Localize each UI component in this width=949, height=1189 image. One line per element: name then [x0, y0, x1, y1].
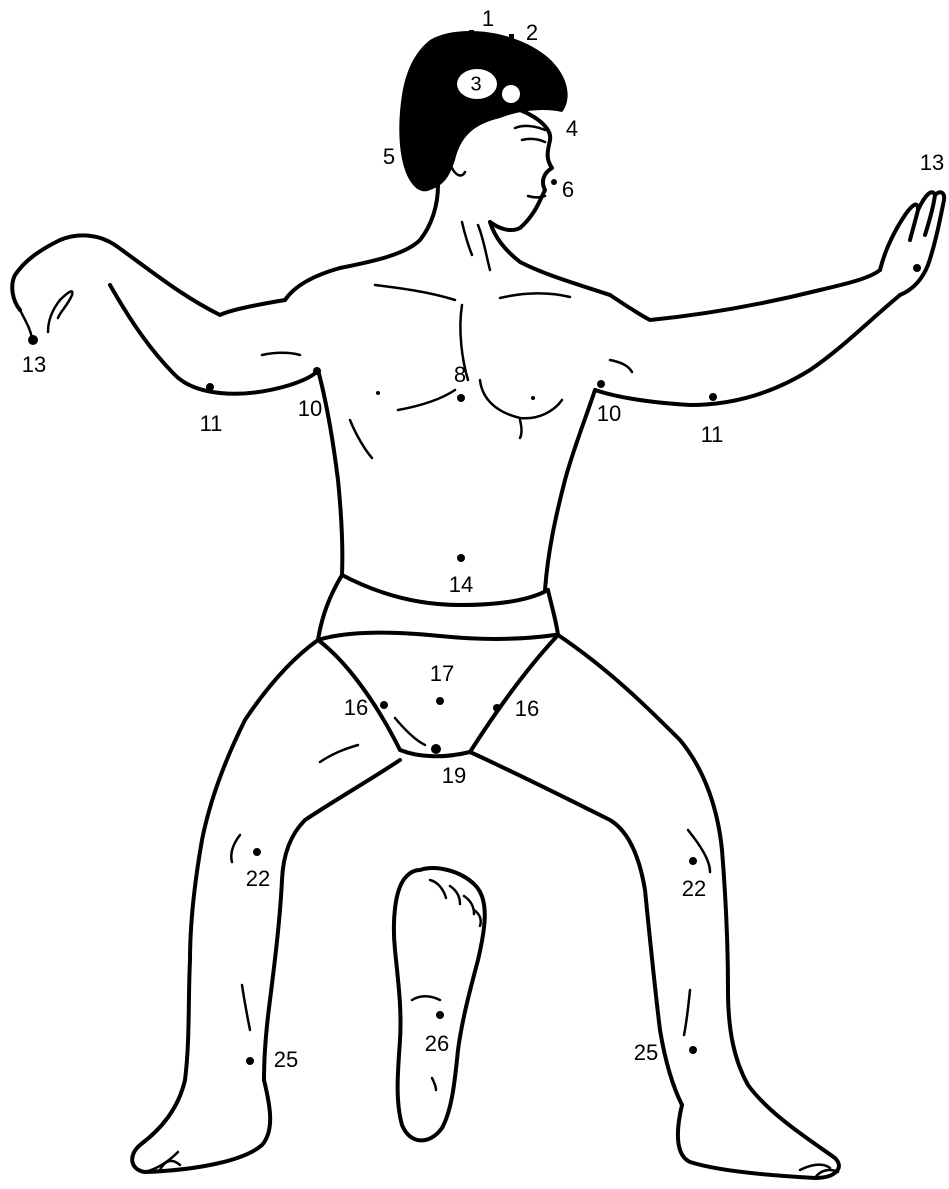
point-16-left-label: 16	[344, 695, 368, 720]
point-1-marker	[469, 30, 474, 44]
briefs-left-side	[318, 575, 342, 640]
point-8-label: 8	[454, 362, 466, 387]
pec-left-line	[350, 420, 372, 458]
point-22-left-label: 22	[246, 866, 270, 891]
point-11-right-marker	[709, 393, 717, 401]
point-17-marker	[436, 697, 444, 705]
briefs-right-leg	[470, 635, 558, 752]
neck-line	[478, 225, 490, 270]
point-4-label: 4	[566, 116, 578, 141]
point-13-left-marker	[28, 335, 38, 345]
neck-left	[340, 185, 438, 268]
point-11-right-label: 11	[701, 422, 724, 447]
torso-right-side	[545, 390, 595, 590]
right-arm-lower	[595, 295, 900, 405]
point-6-marker	[551, 179, 557, 185]
sole-line-1	[412, 996, 440, 1000]
right-leg-outer	[558, 635, 839, 1178]
point-25-right-marker	[689, 1046, 697, 1054]
point-10-left-label: 10	[298, 396, 322, 421]
left-fingers	[20, 291, 72, 338]
point-10-right-label: 10	[597, 401, 621, 426]
briefs-crease	[395, 718, 425, 745]
right-arm	[595, 192, 944, 405]
point-14-marker	[457, 554, 465, 562]
torso	[285, 185, 610, 590]
nipple-right	[531, 396, 535, 400]
point-25-left-marker	[246, 1057, 254, 1065]
point-13-left-label: 13	[22, 352, 46, 377]
point-14-label: 14	[449, 572, 473, 597]
briefs-right-side	[548, 590, 558, 635]
foot-sole	[394, 868, 485, 1140]
left-thigh-line	[320, 745, 358, 762]
chest-left	[398, 390, 455, 410]
clavicle-right	[500, 293, 570, 298]
point-1-label: 1	[482, 6, 494, 31]
sole-outline	[394, 868, 485, 1140]
chest-right	[480, 380, 562, 418]
left-shoulder	[285, 268, 340, 300]
point-5-label: 5	[383, 144, 395, 169]
hair	[399, 31, 567, 191]
point-17-label: 17	[430, 661, 454, 686]
point-2-label: 2	[526, 20, 538, 45]
left-biceps-line	[262, 353, 300, 355]
sole-line-2	[432, 1078, 436, 1090]
point-26-marker	[436, 1011, 444, 1019]
eye	[522, 139, 545, 142]
mouth	[528, 196, 545, 198]
neck-line-2	[462, 222, 472, 255]
point-25-right-label: 25	[634, 1040, 658, 1065]
point-25-left-label: 25	[274, 1047, 298, 1072]
left-knee-line	[231, 835, 240, 862]
point-13-right-marker	[913, 264, 921, 272]
eyebrow	[515, 126, 545, 130]
point-16-right-label: 16	[515, 696, 539, 721]
point-2-marker	[509, 34, 514, 46]
point-10-left-marker	[313, 367, 321, 375]
right-shin-line	[684, 990, 690, 1035]
point-16-left-marker	[380, 701, 388, 709]
point-11-left-marker	[206, 383, 214, 391]
nipple-left	[376, 391, 380, 395]
pec-right-line	[520, 420, 522, 438]
briefs-waistband-top	[342, 575, 548, 605]
point-3b-marker	[502, 85, 520, 103]
point-13-right-label: 13	[920, 150, 944, 175]
right-elbow-line	[610, 360, 632, 372]
left-leg-outer	[132, 640, 318, 1172]
neck-right	[490, 222, 610, 295]
clavicle-left	[375, 285, 455, 300]
right-knee-line	[688, 830, 710, 872]
point-16-right-marker	[493, 704, 501, 712]
point-10-right-marker	[597, 380, 605, 388]
point-22-right-marker	[689, 857, 697, 865]
point-11-left-label: 11	[200, 411, 223, 436]
point-26-label: 26	[425, 1031, 449, 1056]
point-22-left-marker	[253, 848, 261, 856]
point-19-marker	[431, 744, 441, 754]
point-3-label: 3	[470, 73, 481, 95]
left-arm	[12, 235, 318, 393]
briefs-waistband-bottom	[318, 633, 555, 640]
head	[399, 31, 567, 230]
right-hand	[880, 192, 944, 295]
point-22-right-label: 22	[682, 876, 706, 901]
left-leg-inner	[264, 760, 400, 1080]
point-8-marker	[457, 394, 465, 402]
right-arm-upper	[610, 270, 880, 320]
left-shin-line	[242, 985, 250, 1030]
sole-toes	[430, 880, 481, 926]
briefs-left-leg	[318, 640, 470, 756]
left-arm-upper	[12, 235, 285, 315]
point-6-label: 6	[562, 177, 574, 202]
point-19-label: 19	[442, 763, 466, 788]
left-arm-lower	[110, 285, 318, 394]
point-5-marker	[404, 154, 414, 164]
